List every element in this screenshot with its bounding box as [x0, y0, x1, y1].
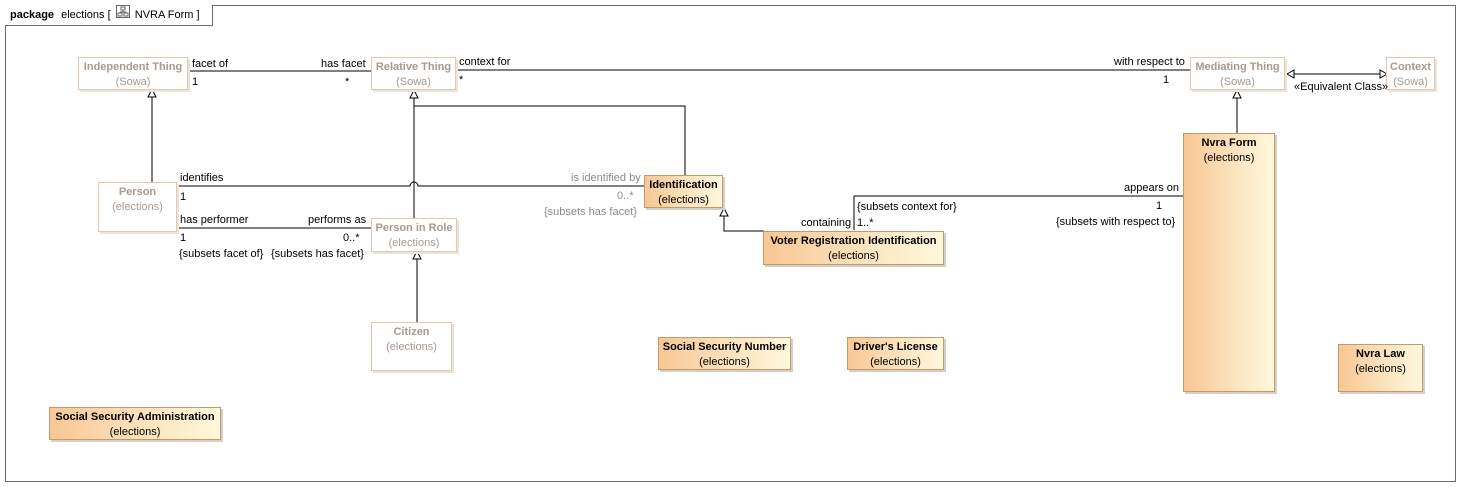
class-name: Person in Role: [375, 222, 453, 234]
class-stereotype: (Sowa): [396, 76, 431, 88]
diagram-frame-tab: package elections [ NVRA Form ]: [5, 5, 213, 26]
subsets-with-respect-to-constraint: {subsets with respect to}: [1056, 216, 1176, 228]
containing-multiplicity: 1..*: [857, 217, 874, 229]
class-name: Voter Registration Identification: [770, 235, 937, 247]
class-name: Social Security Administration: [55, 411, 215, 423]
relative-thing-generalization-arrowhead: [409, 88, 419, 99]
class-stereotype: (elections): [1203, 152, 1255, 164]
class-name: Person: [118, 186, 157, 198]
has-facet-role-label: has facet: [321, 58, 366, 70]
class-nvra-form[interactable]: Nvra Form (elections): [1183, 133, 1275, 392]
with-respect-to-role-label: with respect to: [1114, 56, 1185, 68]
class-name: Nvra Form: [1201, 137, 1257, 149]
class-stereotype: (elections): [386, 341, 437, 353]
class-social-security-administration[interactable]: Social Security Administration (election…: [49, 407, 221, 440]
is-identified-by-multiplicity: 0..*: [617, 190, 634, 202]
class-stereotype: (elections): [109, 426, 161, 438]
containing-role-label: containing: [801, 217, 852, 229]
subsets-has-facet-role-constraint: {subsets has facet}: [271, 248, 364, 260]
has-performer-role-label: has performer: [180, 214, 249, 226]
class-stereotype: (elections): [388, 237, 440, 249]
class-voter-registration-identification[interactable]: Voter Registration Identification (elect…: [763, 231, 944, 265]
class-stereotype: (elections): [870, 356, 921, 368]
subsets-facet-of-constraint: {subsets facet of}: [179, 248, 264, 260]
class-stereotype: (Sowa): [1393, 76, 1428, 88]
class-nvra-law[interactable]: Nvra Law (elections): [1338, 344, 1423, 392]
class-mediating-thing[interactable]: Mediating Thing (Sowa): [1190, 57, 1285, 90]
context-for-multiplicity: *: [459, 74, 464, 86]
equivalent-left-arrowhead: [1285, 69, 1295, 79]
equivalent-right-arrowhead: [1379, 69, 1389, 79]
voter-registration-generalization[interactable]: [723, 216, 764, 232]
class-name: Independent Thing: [83, 61, 183, 73]
class-diagram-icon: [115, 5, 130, 25]
class-stereotype: (Sowa): [1220, 76, 1255, 88]
class-stereotype: (elections): [828, 250, 879, 262]
class-identification[interactable]: Identification (elections): [644, 175, 723, 208]
with-respect-to-multiplicity: 1: [1163, 74, 1170, 86]
appears-on-association[interactable]: [853, 195, 1184, 230]
class-drivers-license[interactable]: Driver's License (elections): [847, 337, 944, 370]
class-stereotype: (elections): [1355, 363, 1406, 375]
package-name: elections [: [61, 8, 111, 21]
class-person-in-role[interactable]: Person in Role (elections): [371, 218, 457, 252]
class-name: Mediating Thing: [1195, 61, 1280, 73]
performs-as-multiplicity: 0..*: [343, 232, 360, 244]
mediating-thing-generalization-arrowhead: [1232, 88, 1242, 99]
person-generalization-arrowhead: [147, 87, 157, 98]
has-performer-multiplicity: 1: [180, 232, 187, 244]
identification-generalization-arrowhead: [719, 206, 729, 217]
class-person[interactable]: Person (elections): [98, 182, 177, 232]
diagram-name: NVRA Form ]: [134, 8, 200, 21]
class-name: Driver's License: [853, 341, 938, 353]
subsets-has-facet-constraint: {subsets has facet}: [544, 206, 637, 218]
subsets-context-for-constraint: {subsets context for}: [857, 201, 957, 213]
class-context[interactable]: Context (Sowa): [1386, 57, 1435, 90]
facet-of-multiplicity: 1: [192, 76, 199, 88]
has-facet-multiplicity: *: [345, 76, 350, 88]
equivalent-class-stereotype: «Equivalent Class»: [1294, 81, 1389, 93]
class-stereotype: (elections): [658, 194, 709, 206]
context-for-role-label: context for: [459, 56, 511, 68]
class-name: Context: [1390, 61, 1431, 73]
class-relative-thing[interactable]: Relative Thing (Sowa): [371, 57, 456, 90]
class-stereotype: (elections): [112, 201, 163, 213]
facet-of-role-label: facet of: [192, 58, 229, 70]
identifies-role-label: identifies: [180, 172, 224, 184]
performs-as-role-label: performs as: [308, 214, 367, 226]
class-stereotype: (Sowa): [115, 76, 151, 88]
citizen-generalization-arrowhead: [412, 249, 422, 260]
is-identified-by-role-label: is identified by: [571, 172, 641, 184]
class-name: Nvra Law: [1356, 348, 1405, 360]
appears-on-role-label: appears on: [1124, 182, 1180, 194]
class-independent-thing[interactable]: Independent Thing (Sowa): [78, 57, 188, 90]
identifies-multiplicity: 1: [180, 191, 187, 203]
class-name: Citizen: [393, 326, 430, 338]
class-name: Social Security Number: [662, 341, 787, 353]
diagram-frame: [5, 5, 1456, 482]
class-name: Identification: [649, 179, 718, 191]
class-name: Relative Thing: [375, 61, 452, 73]
class-citizen[interactable]: Citizen (elections): [371, 322, 452, 371]
frame-keyword: package: [10, 8, 55, 21]
class-social-security-number[interactable]: Social Security Number (elections): [658, 337, 791, 370]
appears-on-multiplicity: 1: [1156, 200, 1163, 212]
class-stereotype: (elections): [699, 356, 750, 368]
